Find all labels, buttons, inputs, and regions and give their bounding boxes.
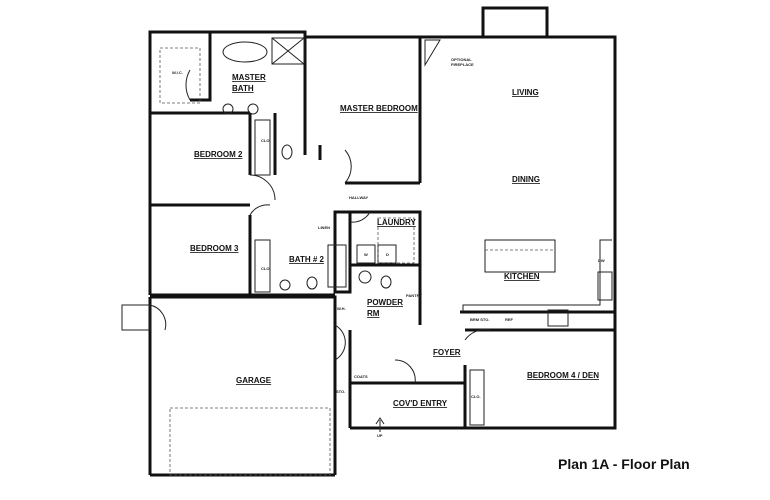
label-bath2: BATH # 2 bbox=[289, 255, 325, 264]
plan-title: Plan 1A - Floor Plan bbox=[558, 456, 690, 472]
label-washer: W bbox=[364, 252, 368, 257]
label-laundry: LAUNDRY bbox=[377, 218, 416, 227]
label-refrigerator: REF bbox=[505, 317, 514, 322]
fixtures bbox=[159, 37, 613, 476]
label-garage: GARAGE bbox=[236, 376, 272, 385]
label-dishwasher: DW bbox=[598, 258, 605, 263]
label-bedroom4: BEDROOM 4 / DEN bbox=[527, 371, 599, 380]
room-labels: W.I.C. MASTER BATH MASTER BEDROOM BEDROO… bbox=[172, 57, 605, 438]
label-linen: LINEN bbox=[318, 225, 330, 230]
label-pantry: PANTRY bbox=[406, 293, 422, 298]
label-kitchen: KITCHEN bbox=[504, 272, 540, 281]
label-master-bath-2: BATH bbox=[232, 84, 254, 93]
label-powder-1: POWDER bbox=[367, 298, 403, 307]
label-up: UP bbox=[377, 433, 383, 438]
label-wic: W.I.C. bbox=[172, 70, 183, 75]
walls bbox=[121, 6, 617, 477]
label-covered-entry: COV'D ENTRY bbox=[393, 399, 448, 408]
label-powder-2: RM bbox=[367, 309, 380, 318]
label-fireplace-1: OPTIONAL bbox=[451, 57, 472, 62]
label-hallway: HALLWAY bbox=[349, 195, 369, 200]
label-fireplace-2: FIREPLACE bbox=[451, 62, 474, 67]
label-closet-bed2: CLO. bbox=[261, 138, 271, 143]
label-master-bedroom: MASTER BEDROOM bbox=[340, 104, 418, 113]
label-foyer: FOYER bbox=[433, 348, 461, 357]
label-dryer: D bbox=[386, 252, 389, 257]
label-storage: STO. bbox=[336, 389, 345, 394]
label-closet-bed3: CLO. bbox=[261, 266, 271, 271]
label-water-heater: W.H. bbox=[337, 306, 346, 311]
label-closet-bed4: CLO. bbox=[471, 394, 481, 399]
label-bedroom2: BEDROOM 2 bbox=[194, 150, 243, 159]
label-bedroom3: BEDROOM 3 bbox=[190, 244, 239, 253]
label-living: LIVING bbox=[512, 88, 539, 97]
label-broom-storage: BRM STO. bbox=[470, 317, 489, 322]
label-master-bath-1: MASTER bbox=[232, 73, 266, 82]
label-coats: COATS bbox=[354, 374, 368, 379]
label-dining: DINING bbox=[512, 175, 540, 184]
doors bbox=[149, 69, 491, 384]
